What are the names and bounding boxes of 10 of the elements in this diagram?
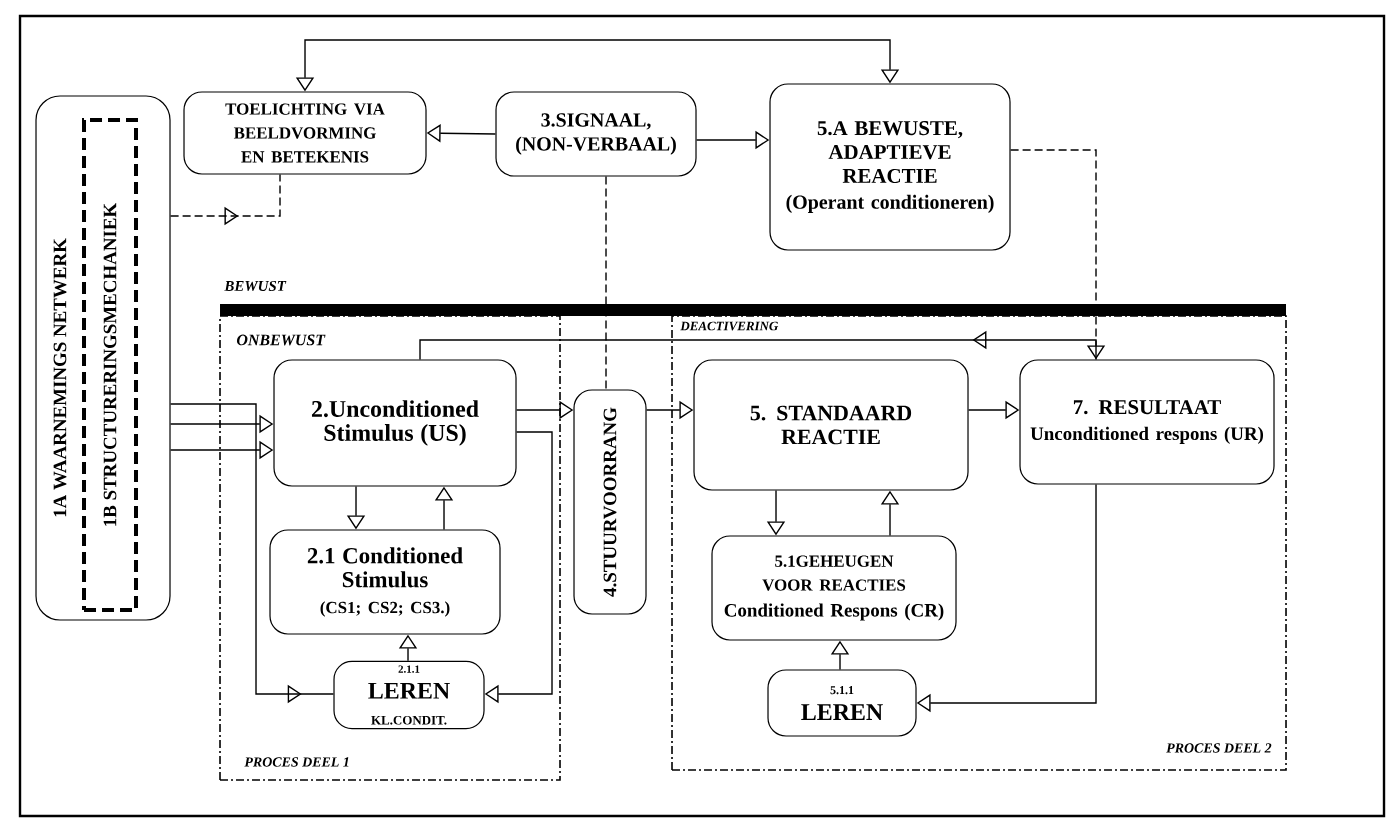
process-box: 2.Unconditioned Stimulus (US) [273,359,517,487]
process-box: 4.STUURVOORRANG [573,389,647,615]
process-box: 7. RESULTAAT Unconditioned respons (UR) [1019,359,1275,485]
structuring-box: 1B STRUCTURERINGSMECHANIEK [82,118,138,612]
process-box: 5. STANDAARD REACTIE [693,359,969,491]
process-box: TOELICHTING VIA BEELDVORMING EN BETEKENIS [183,91,427,175]
process-box: 2.1 Conditioned Stimulus (CS1; CS2; CS3.) [269,529,501,635]
process-box: 5.A BEWUSTE, ADAPTIEVE REACTIE (Operant conditioneren) [769,83,1011,251]
process-box: 5.1GEHEUGEN VOOR REACTIES Conditioned Respons (CR) [711,535,957,641]
process-box: 3.SIGNAAL, (NON-VERBAAL) [495,91,697,177]
